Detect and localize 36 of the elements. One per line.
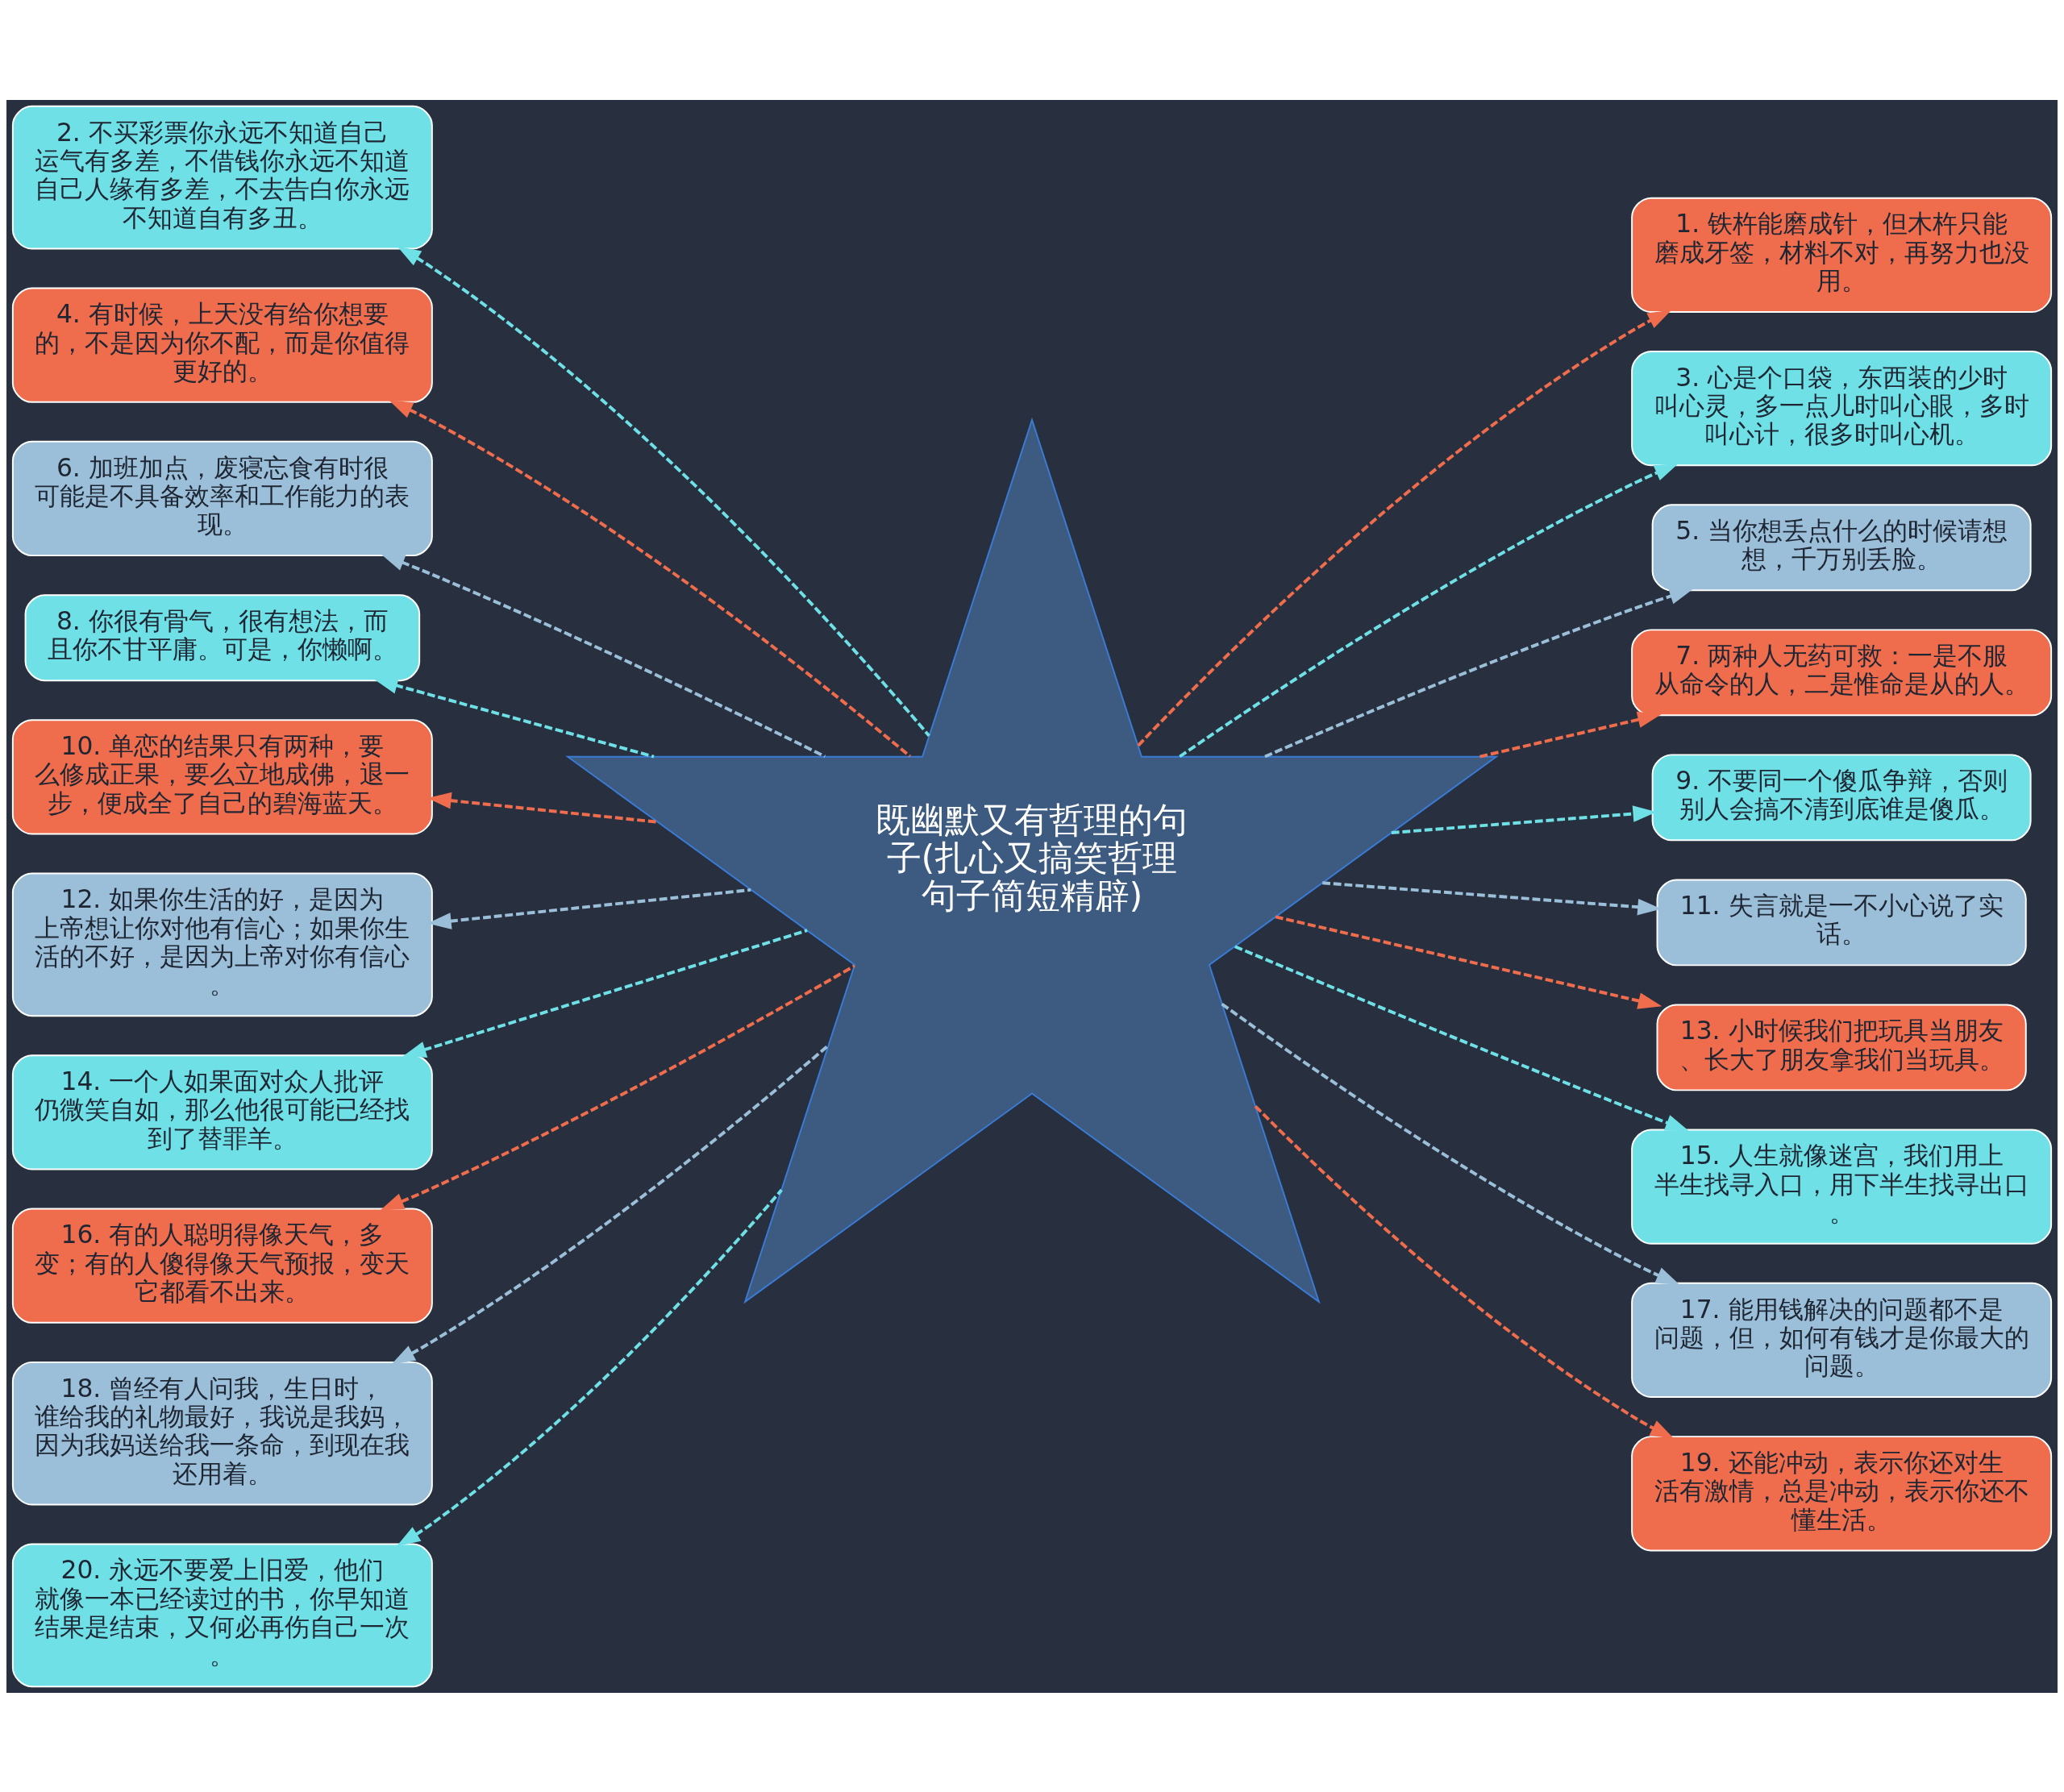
node-box: 19. 还能冲动，表示你还对生活有激情，总是冲动，表示你还不懂生活。 <box>1631 1435 2053 1551</box>
node-box: 5. 当你想丢点什么的时候请想想，千万别丢脸。 <box>1651 503 2032 591</box>
node-box: 1. 铁杵能磨成针，但木杵只能磨成牙签，材料不对，再努力也没用。 <box>1631 197 2053 313</box>
node-box: 6. 加班加点，废寝忘食有时很可能是不具备效率和工作能力的表现。 <box>11 440 433 556</box>
node-box: 17. 能用钱解决的问题都不是问题，但，如何有钱才是你最大的问题。 <box>1631 1282 2053 1398</box>
node-box: 9. 不要同一个傻瓜争辩，否则别人会搞不清到底谁是傻瓜。 <box>1651 753 2032 841</box>
arrow <box>373 677 655 759</box>
node-box: 4. 有时候，上天没有给你想要的，不是因为你不配，而是你值得更好的。 <box>11 287 433 403</box>
node-box: 14. 一个人如果面对众人批评仍微笑自如，那么他很可能已经找到了替罪羊。 <box>11 1054 433 1170</box>
node-box: 12. 如果你生活的好，是因为上帝想让你对他有信心；如果你生活的不好，是因为上帝对你有信心。 <box>11 872 433 1017</box>
arrow <box>1179 463 1679 758</box>
node-box: 13. 小时候我们把玩具当朋友、长大了朋友拿我们当玩具。 <box>1656 1003 2027 1091</box>
node-box: 7. 两种人无药可救：一是不服从命令的人，二是惟命是从的人。 <box>1631 628 2053 716</box>
arrow <box>396 1188 783 1546</box>
node-box: 18. 曾经有人问我，生日时，谁给我的礼物最好，我说是我妈，因为我妈送给我一条命，到现在我还用着。 <box>11 1361 433 1505</box>
arrow <box>381 553 826 758</box>
arrow <box>1479 711 1662 759</box>
arrow <box>380 963 855 1211</box>
arrow <box>397 246 930 737</box>
arrow <box>402 928 808 1058</box>
arrow <box>1254 1104 1675 1439</box>
arrow <box>1234 944 1690 1131</box>
node-box: 3. 心是个口袋，东西装的少时叫心灵，多一点儿时叫心眼，多时叫心计，很多时叫心机。 <box>1631 350 2053 466</box>
node-box: 11. 失言就是一不小心说了实话。 <box>1656 878 2027 966</box>
node-box: 16. 有的人聪明得像天气，多变；有的人傻得像天气预报，变天它都看不出来。 <box>11 1208 433 1324</box>
arrow <box>1264 588 1694 758</box>
node-box: 8. 你很有骨气，很有想法，而且你不甘平庸。可是，你懒啊。 <box>24 593 421 681</box>
arrow <box>1275 914 1662 1009</box>
node-box: 20. 永远不要爱上旧爱，他们就像一本已经读过的书，你早知道结果是结束，又何必再伤自己一次。 <box>11 1543 433 1687</box>
arrow <box>1221 1002 1680 1285</box>
arrow <box>389 400 912 758</box>
arrow <box>391 1043 830 1365</box>
node-box: 10. 单恋的结果只有两种，要么修成正果，要么立地成佛，退一步，便成全了自己的碧海蓝天。 <box>11 718 433 834</box>
arrow <box>1137 310 1672 746</box>
node-box: 2. 不买彩票你永远不知道自己运气有多差，不借钱你永远不知道自己人缘有多差，不去告白你永远不知道自有多丑。 <box>11 105 433 249</box>
node-box: 15. 人生就像迷宫，我们用上半生找寻入口，用下半生找寻出口。 <box>1631 1128 2053 1245</box>
